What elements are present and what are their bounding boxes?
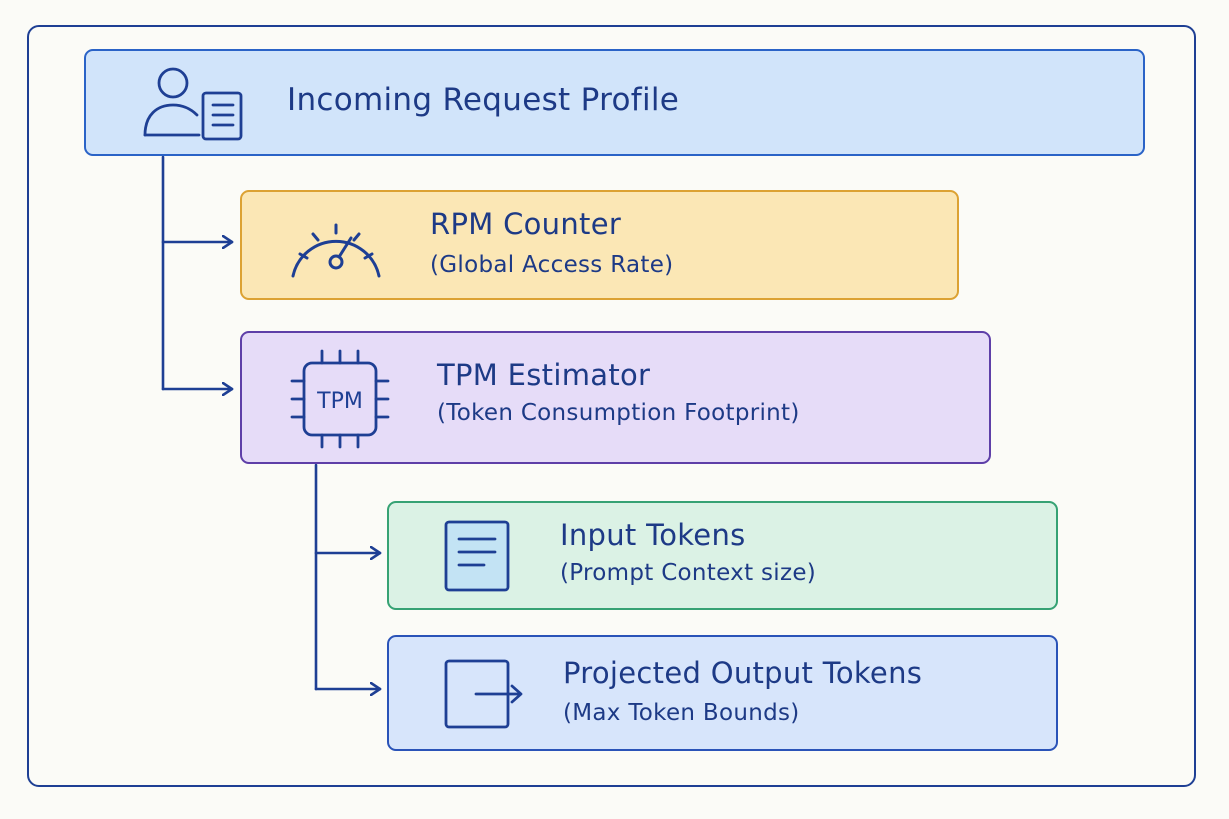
input-tokens-box: Input Tokens (Prompt Context size) — [387, 501, 1058, 610]
output-subtitle: (Max Token Bounds) — [563, 700, 800, 726]
request-profile-box: Incoming Request Profile — [84, 49, 1145, 156]
rpm-title: RPM Counter — [430, 207, 622, 241]
output-tokens-box: Projected Output Tokens (Max Token Bound… — [387, 635, 1058, 751]
input-title: Input Tokens — [560, 518, 746, 552]
tpm-title: TPM Estimator — [437, 358, 651, 392]
chip-icon: TPM — [290, 349, 390, 449]
tpm-subtitle: (Token Consumption Footprint) — [437, 400, 800, 426]
export-icon — [444, 659, 523, 729]
user-document-icon — [143, 67, 243, 141]
input-subtitle: (Prompt Context size) — [560, 560, 817, 586]
document-lines-icon — [444, 520, 510, 592]
output-title: Projected Output Tokens — [563, 656, 923, 690]
profile-title: Incoming Request Profile — [287, 82, 680, 118]
tpm-estimator-box: TPM TPM Estimator (Token Consumption Foo… — [240, 331, 991, 464]
diagram-frame — [27, 25, 1196, 787]
chip-icon-label: TPM — [316, 389, 363, 414]
rpm-subtitle: (Global Access Rate) — [430, 252, 674, 278]
speedometer-icon — [291, 223, 381, 278]
rpm-counter-box: RPM Counter (Global Access Rate) — [240, 190, 959, 300]
